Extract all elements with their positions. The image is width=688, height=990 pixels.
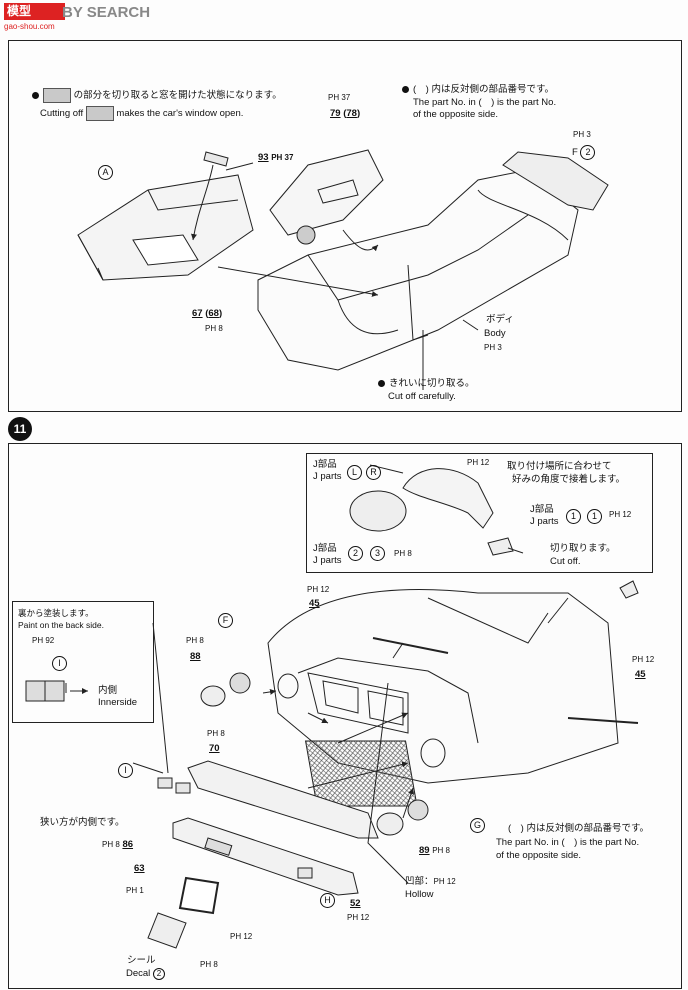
innerside-jp: 内側: [98, 685, 118, 696]
part-1a: 1: [566, 509, 581, 524]
part-l: L: [347, 465, 362, 480]
ref-ph8-inset: PH 8: [394, 549, 412, 558]
part-93: 93 PH 37: [258, 152, 294, 163]
ref-ph92: PH 92: [32, 636, 55, 645]
part-89: 89 PH 8: [419, 845, 451, 856]
ref-ph12-right: PH 12: [632, 655, 655, 664]
narrow-side-jp: 狭い方が内側です。: [40, 817, 125, 828]
attach-jp2: 好みの角度で接着します。: [512, 474, 626, 485]
body-en: Body: [484, 328, 506, 339]
paint-inset: [12, 601, 154, 723]
part-label-a: A: [98, 165, 113, 180]
mirror-j2-jp: J部品: [530, 504, 554, 515]
part-f-2: F 2: [572, 145, 596, 160]
mirror-j3-jp: J部品: [313, 543, 337, 554]
step-10-frame: [8, 40, 682, 412]
part-86: PH 8 86: [102, 839, 134, 850]
bullet-icon-3: [378, 379, 385, 387]
ref-ph3: PH 3: [573, 130, 591, 139]
grey-swatch: [43, 88, 71, 103]
bullet-icon: [32, 92, 39, 99]
ref-ph12-top: PH 12: [307, 585, 330, 594]
hollow-jp: 凹部：PH 12: [405, 876, 456, 887]
ref-ph8-70: PH 8: [207, 729, 225, 738]
part-i: I: [118, 763, 133, 778]
window-note-en: Cutting off makes the car's window open.: [40, 106, 243, 121]
ref-ph12-b: PH 12: [609, 510, 632, 519]
part-63: 63: [134, 863, 145, 874]
part-1b: 1: [587, 509, 602, 524]
part-2: 2: [348, 546, 363, 561]
ref-body-ph3: PH 3: [484, 343, 502, 352]
step-11-drawing: [25, 464, 639, 949]
part-52: 52: [350, 898, 361, 909]
bullet-icon-2: [402, 85, 409, 93]
innerside-en: Innerside: [98, 697, 138, 708]
ref-ph12-inset: PH 12: [467, 458, 490, 467]
part-70: 70: [209, 743, 220, 754]
opposite2-jp: ( ) 内は反対側の部品番号です。: [508, 823, 650, 834]
grey-swatch-2: [85, 106, 114, 121]
part-3: 3: [370, 546, 385, 561]
ref-ph12-bottom: PH 12: [230, 932, 253, 941]
step-11-frame: [8, 443, 682, 989]
ref-ph8: PH 8: [205, 324, 223, 333]
attach-jp1: 取り付け場所に合わせて: [507, 461, 612, 472]
part-67-68: 67 (68): [192, 308, 223, 319]
mirror-j-en: J parts: [313, 471, 342, 482]
ref-ph8-bottom: PH 8: [200, 960, 218, 969]
mirror-j-jp: J部品: [313, 459, 337, 470]
header-sub: gao-shou.com: [4, 22, 55, 31]
header-site: BY SEARCH: [62, 4, 151, 21]
ref-ph12-52: PH 12: [347, 913, 370, 922]
cut-carefully-en: Cut off carefully.: [388, 391, 456, 402]
ref-ph37-a: PH 37: [328, 93, 351, 102]
cutoff-jp: 切り取ります。: [550, 543, 616, 554]
cutoff-en: Cut off.: [550, 556, 581, 567]
paint-en: Paint on the back side.: [18, 620, 105, 630]
opposite-note-en2: of the opposite side.: [413, 109, 499, 120]
ref-ph1: PH 1: [126, 886, 144, 895]
window-note-jp: の部分を切り取ると窓を開けた状態になります。: [32, 88, 282, 103]
part-45-right: 45: [635, 669, 646, 680]
mirror-inset: [306, 453, 653, 573]
part-h: H: [320, 893, 335, 908]
opposite2-en2: of the opposite side.: [496, 850, 582, 861]
part-45-top: 45: [309, 598, 320, 609]
part-88: 88: [190, 651, 201, 662]
part-79-78: 79 (78): [330, 108, 361, 119]
part-g: G: [470, 818, 485, 833]
part-i-paint: I: [52, 656, 67, 671]
part-r: R: [366, 465, 381, 480]
header-logo: 模型: [4, 3, 65, 20]
opposite2-en1: The part No. in ( ) is the part No.: [496, 837, 640, 848]
mirror-j2-en: J parts: [530, 516, 559, 527]
body-jp: ボディ: [486, 314, 514, 325]
step-number-badge: 11: [8, 417, 32, 441]
cut-carefully-jp: きれいに切り取る。: [378, 378, 475, 390]
paint-jp: 裏から塗装します。: [18, 608, 94, 618]
decal-en: Decal 2: [126, 968, 165, 980]
hollow-en: Hollow: [405, 889, 434, 900]
ref-ph8-f: PH 8: [186, 636, 204, 645]
opposite-note-jp: ( ) 内は反対側の部品番号です。: [402, 84, 554, 96]
mirror-j3-en: J parts: [313, 555, 342, 566]
decal-jp: シール: [127, 955, 156, 966]
step-10-drawing: [77, 149, 609, 390]
part-f: F: [218, 613, 233, 628]
opposite-note-en1: The part No. in ( ) is the part No.: [413, 97, 557, 108]
